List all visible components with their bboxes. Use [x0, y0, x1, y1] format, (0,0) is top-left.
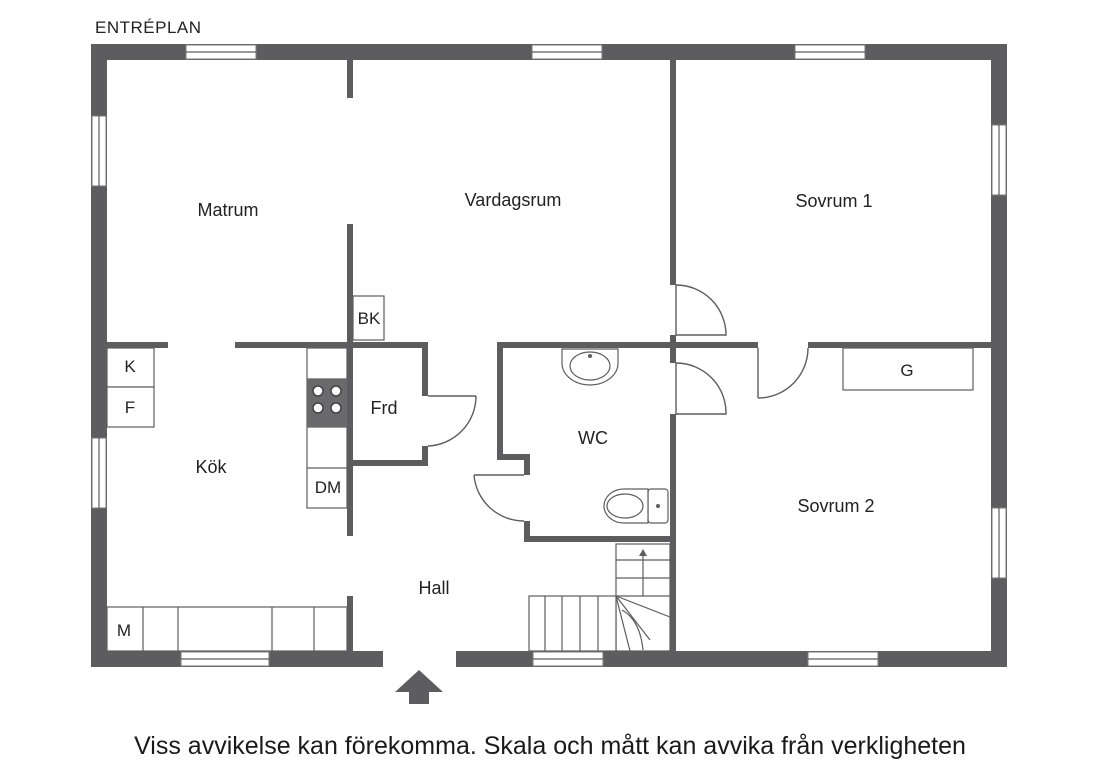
counter-kok: [306, 347, 348, 509]
disclaimer-text: Viss avvikelse kan förekomma. Skala och …: [134, 732, 966, 760]
toilet-icon: [603, 488, 669, 524]
label-frd: Frd: [371, 398, 398, 418]
label-m: M: [117, 621, 131, 640]
counter-bottom: [106, 606, 348, 652]
room-labels: Matrum Vardagsrum Sovrum 1 Sovrum 2 Kök …: [117, 190, 914, 640]
fridge-box: [106, 347, 155, 388]
label-bk: BK: [358, 309, 381, 328]
doors: [427, 284, 809, 522]
label-f: F: [125, 398, 135, 417]
label-kok: Kök: [195, 457, 227, 477]
sink-icon: [561, 348, 619, 386]
windows: [91, 44, 1007, 667]
stair-arrow-icon: [639, 549, 647, 556]
label-wc: WC: [578, 428, 608, 448]
g-box: [842, 347, 974, 391]
plan-title: ENTRÉPLAN: [95, 18, 202, 37]
freezer-box: [106, 386, 155, 428]
staircase: [528, 543, 671, 652]
label-g: G: [900, 361, 913, 380]
stove-icon: [307, 379, 347, 427]
label-vardagsrum: Vardagsrum: [465, 190, 562, 210]
bk-box: [352, 295, 385, 341]
label-dm: DM: [315, 478, 341, 497]
fixtures: [106, 295, 974, 652]
label-hall: Hall: [418, 578, 449, 598]
label-k: K: [124, 357, 136, 376]
entrance-arrow-icon: [395, 670, 443, 704]
interior-walls: [107, 60, 991, 651]
label-sovrum-1: Sovrum 1: [795, 191, 872, 211]
label-matrum: Matrum: [197, 200, 258, 220]
label-sovrum-2: Sovrum 2: [797, 496, 874, 516]
